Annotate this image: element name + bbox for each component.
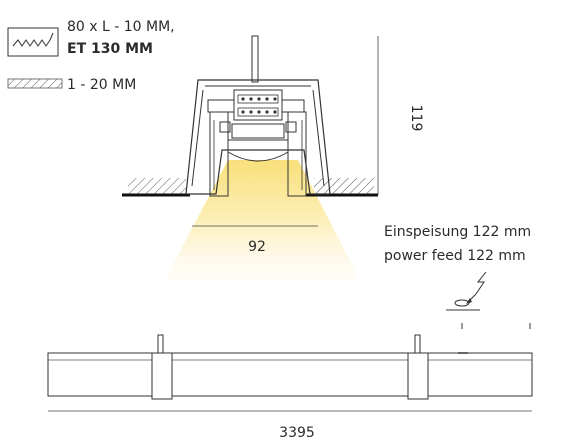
power-feed-label-en: power feed 122 mm (384, 248, 526, 264)
cutout-dimension-text: 80 x L - 10 MM, (67, 19, 175, 35)
terminal-block (233, 89, 283, 121)
length-dimension: 3395 (48, 410, 532, 441)
cross-section-drawing (122, 35, 378, 280)
housing-outline (185, 79, 331, 195)
power-feed-icon (446, 271, 531, 329)
height-dimension: 119 (377, 36, 424, 195)
width-dimension-label: 92 (248, 239, 266, 255)
height-dimension-label: 119 (408, 105, 424, 132)
ceiling-thickness-text: 1 - 20 MM (67, 77, 136, 93)
side-view-drawing (47, 334, 533, 400)
ceiling-left (122, 178, 190, 197)
ceiling-right (306, 178, 378, 197)
cutout-legend-icon (7, 27, 59, 57)
diffuser (227, 151, 289, 162)
mounting-rod (251, 35, 259, 83)
length-dimension-label: 3395 (279, 425, 315, 441)
width-dimension: 92 (192, 225, 318, 255)
legend: 80 x L - 10 MM, ET 130 MM 1 - 20 MM (7, 19, 175, 93)
embedding-text: ET 130 MM (67, 41, 153, 57)
ceiling-hatch-legend-icon (7, 78, 63, 89)
power-feed-label-de: Einspeisung 122 mm (384, 224, 531, 240)
